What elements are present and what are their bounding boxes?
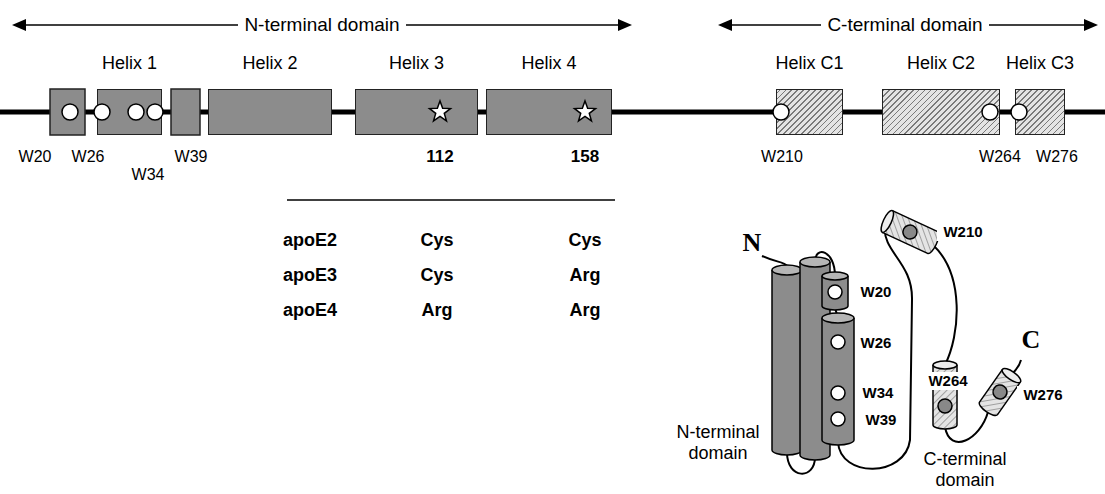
residue-label: W276 [1036,148,1078,166]
residue-label: W264 [979,148,1021,166]
table-cell: Cys [420,230,453,251]
loop-lines [762,226,1021,474]
helix-cylinder [822,272,848,310]
helix-label: Helix C2 [907,53,975,74]
residue-tag: W26 [855,334,898,351]
helix-box: Helix 3 [355,89,478,135]
helix-cylinder [822,313,854,445]
residue-tag: W34 [857,384,900,401]
table-cell: apoE4 [283,300,337,321]
residue-label: W26 [72,148,105,166]
domain-label: C-terminal domain [910,449,1020,490]
residue-tag: W20 [855,283,898,300]
helix-segment [50,89,85,135]
helix-box: Helix C3 [1015,89,1065,135]
domain-label: N-terminal domain [668,422,768,463]
table-cell: Arg [570,265,601,286]
table-cell: Arg [570,300,601,321]
helix-box: Helix 1 [97,89,162,135]
helix-label: Helix C1 [775,53,843,74]
residue-label: W34 [132,166,165,184]
position-number: 112 [426,147,453,167]
helix-box: Helix C1 [776,89,843,135]
residue-label: W39 [175,148,208,166]
helix-box: Helix 4 [486,89,612,135]
helix-cylinder [933,361,957,429]
helix-label: Helix 1 [102,53,157,74]
helix-label: Helix 3 [389,53,444,74]
helix-box: Helix C2 [882,89,1000,135]
terminus-label: N [743,228,762,258]
helix-label: Helix 4 [521,53,576,74]
residue-tag: W276 [1017,386,1068,403]
helix-box: Helix 2 [208,89,332,135]
residue-tag: W210 [937,223,988,240]
helix-segment [171,89,200,135]
table-cell: Cys [568,230,601,251]
table-cell: Cys [420,265,453,286]
table-cell: apoE3 [283,265,337,286]
domain-label: N-terminal domain [238,14,405,36]
position-number: 158 [571,147,599,167]
table-cell: Arg [422,300,453,321]
residue-tag: W39 [860,411,903,428]
table-cell: apoE2 [283,230,337,251]
helix-cylinder [879,209,942,255]
table-rule [287,199,615,201]
residue-label: W20 [19,148,52,166]
helix-cylinder [772,265,802,455]
domain-label: C-terminal domain [821,14,988,36]
helix-label: Helix 2 [242,53,297,74]
helix-cylinder [977,366,1023,418]
residue-label: W210 [761,148,803,166]
helix-label: Helix C3 [1006,53,1074,74]
residue-tag: W264 [922,372,973,389]
terminus-label: C [1022,325,1041,355]
